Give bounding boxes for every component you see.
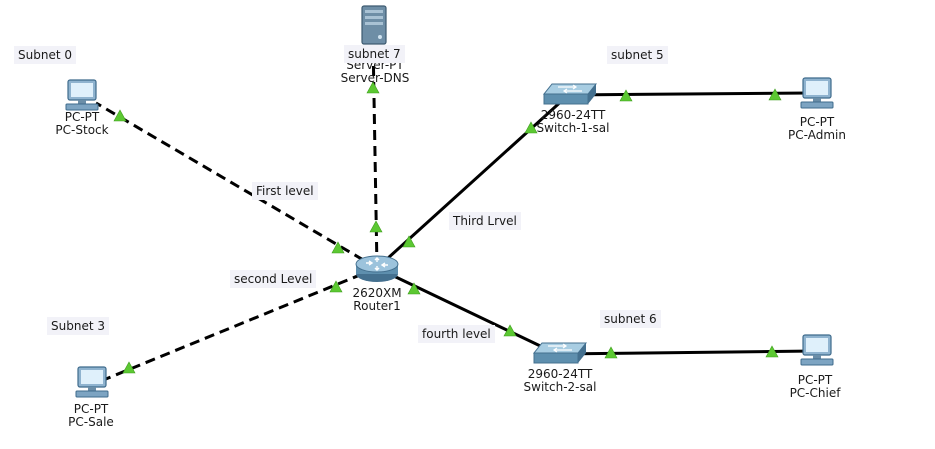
link-status-indicator [331,241,345,254]
device-model: PC-PT [64,110,100,124]
note-fourth-level[interactable]: fourth level [418,325,495,343]
server-dns[interactable] [359,5,389,45]
note-third-level[interactable]: Third Lrvel [449,212,521,230]
pc-icon [800,334,834,366]
device-name: Server-DNS [340,71,410,85]
link-status-indicator [503,324,517,337]
switch-1-sal[interactable] [542,82,598,106]
device-model: 2620XM [352,286,402,300]
link-switch-1-pc-admin[interactable] [564,91,811,97]
switch-icon [532,342,588,364]
link-status-indicator [524,121,538,134]
pc-chief[interactable] [797,333,837,367]
link-router-pc-stock[interactable] [95,101,378,270]
link-status-indicator [402,235,416,248]
note-subnet-0[interactable]: Subnet 0 [14,46,76,64]
link-status-indicator [329,280,343,293]
device-name: Router1 [353,299,401,313]
device-name: PC-Admin [788,128,846,142]
link-status-indicator [619,89,633,102]
note-subnet-3[interactable]: Subnet 3 [47,317,109,335]
device-model: 2960-24TT [527,367,593,381]
note-first-level[interactable]: First level [252,182,318,200]
link-status-indicator [369,220,383,233]
server-icon [361,5,387,45]
pc-icon [75,366,109,398]
note-subnet-7[interactable]: subnet 7 [344,45,405,63]
pc-admin[interactable] [797,76,837,110]
pc-icon [800,77,834,109]
link-status-indicator [122,361,136,374]
device-name: PC-Sale [68,415,114,429]
device-model: PC-PT [799,115,835,129]
pc-icon [65,79,99,111]
link-status-indicator [407,282,421,295]
link-status-indicator [765,345,779,358]
device-model: PC-PT [73,402,109,416]
link-status-indicator [366,81,380,94]
note-second-level[interactable]: second Level [230,270,317,288]
switch-icon [542,83,598,105]
switch-2-sal[interactable] [532,341,588,365]
note-subnet-5[interactable]: subnet 5 [607,46,668,64]
note-subnet-6[interactable]: subnet 6 [600,310,661,328]
link-status-indicator [768,88,782,101]
device-name: Switch-2-sal [523,380,597,394]
link-status-indicator [604,346,618,359]
link-router-switch-2[interactable] [376,266,556,355]
device-name: PC-Chief [789,386,841,400]
router1[interactable] [354,254,400,284]
pc-sale[interactable] [72,365,112,399]
pc-stock[interactable] [62,78,102,112]
device-name: Switch-1-sal [536,121,610,135]
link-status-indicator [113,109,127,122]
device-model: 2960-24TT [540,108,606,122]
router-icon [355,255,399,282]
link-router-pc-sale[interactable] [95,266,378,385]
device-name: PC-Stock [55,123,109,137]
device-model: PC-PT [797,373,833,387]
link-indicators [113,81,782,374]
